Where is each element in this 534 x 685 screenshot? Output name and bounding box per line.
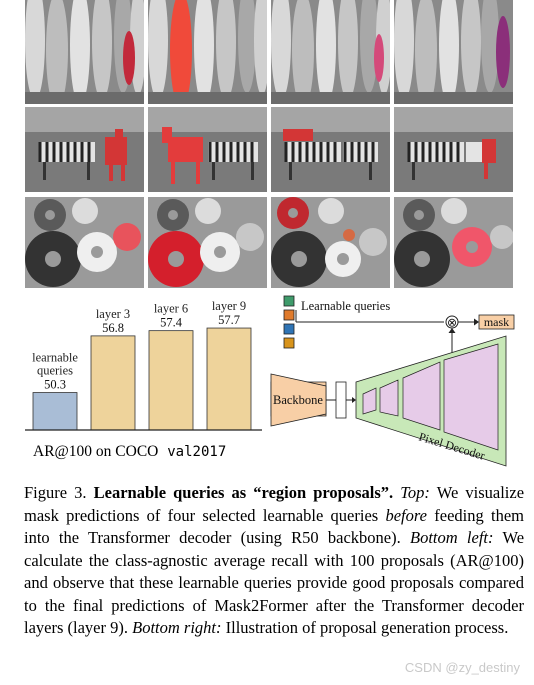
surfboard-image-query-2 [148,0,267,104]
bar-value-label-3: 57.4 [160,316,183,330]
mask-box [478,314,515,330]
category-label-2: layer 3 [96,307,130,321]
proposal-generation-diagram: Learnable queries ⊗ mask Backbone Pixel … [268,290,532,470]
bar-4 [206,327,252,431]
learnable-queries-label: Learnable queries [301,299,390,313]
zebra-image-query-1 [25,107,144,192]
bar-3 [148,330,194,431]
category-label-4: layer 9 [212,299,246,313]
bottom-left-label: Bottom left: [410,528,494,547]
top-label: Top: [400,483,430,502]
bar-1 [32,392,78,431]
query-square-2 [283,309,295,321]
zebra-image-query-3 [271,107,390,192]
feature-map-3 [402,361,441,431]
query-square-1 [283,295,295,307]
donut-image-query-2 [148,197,267,288]
surfboard-image-query-1 [25,0,144,104]
figure-title: Learnable queries as “region proposals”. [93,483,394,502]
bar-2 [90,335,136,431]
mask-label: mask [484,315,509,329]
zebra-image-query-4 [394,107,513,192]
figure-caption: Figure 3. Learnable queries as “region p… [24,482,524,640]
feature-map-4 [443,343,499,451]
category-label-3: layer 6 [154,302,188,316]
bar-value-label-1: 50.3 [44,378,66,392]
feature-box [335,381,347,419]
surfboard-image-query-3 [271,0,390,104]
surfboard-image-query-4 [394,0,513,104]
bottom-right-text: Illustration of proposal generation proc… [225,618,509,637]
query-visualization-grid [25,0,515,288]
zebra-image-query-2 [148,107,267,192]
backbone-label: Backbone [273,393,323,407]
before-word: before [385,505,428,525]
top-text: We visualize mask predictions of four se… [24,483,525,525]
bottom-right-label: Bottom right: [132,618,222,637]
top-text-2: feeding them into the Transformer decode… [24,505,525,548]
feature-map-1 [362,387,377,415]
feature-map-2 [379,379,399,417]
donut-image-query-3 [271,197,390,288]
category-label-1-line-1: learnable [32,351,78,365]
learnable-query-squares [283,295,295,349]
watermark: CSDN @zy_destiny [404,660,520,675]
donut-image-query-4 [394,197,513,288]
donut-image-query-1 [25,197,144,288]
bar-value-label-2: 56.8 [102,321,124,335]
figure-number: Figure 3. [24,483,87,502]
category-label-1-line-2: queries [37,364,73,378]
bottom-left-text: We calculate the class-agnostic average … [24,528,525,637]
chart-caption: AR@100 on COCO val2017 [33,443,226,460]
query-square-4 [283,337,295,349]
multiply-symbol: ⊗ [447,316,457,330]
query-square-3 [283,323,295,335]
bar-value-label-4: 57.7 [218,313,240,327]
